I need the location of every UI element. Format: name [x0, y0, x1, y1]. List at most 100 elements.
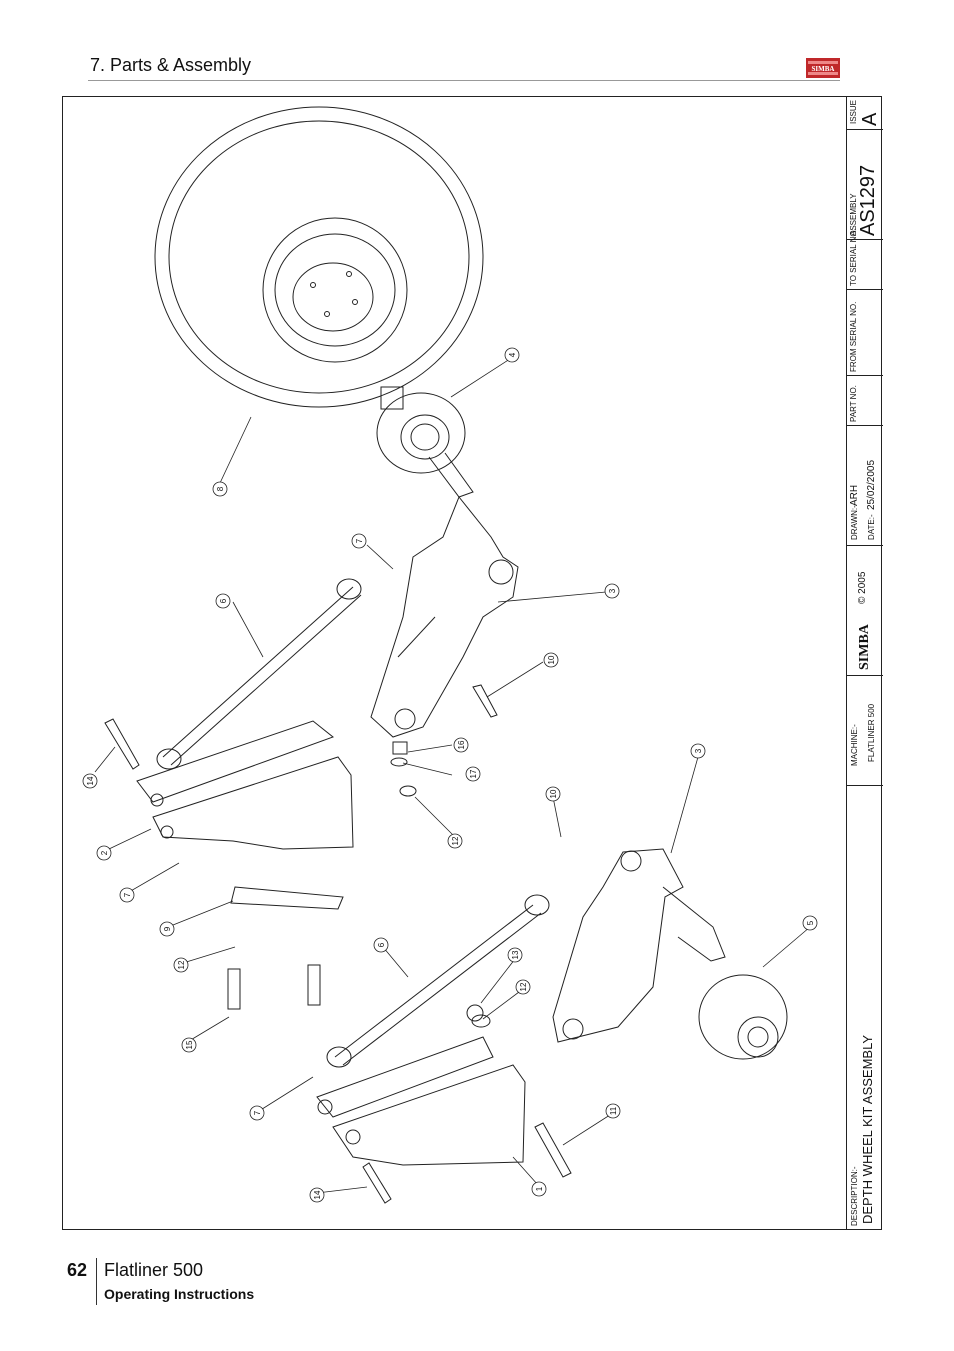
pin-14-lower: [362, 1162, 392, 1204]
header-divider: [88, 80, 840, 81]
drawn-date-cell: DRAWN:- ARH DATE:- 25/02/2005: [847, 426, 883, 546]
turnbuckle-lower-part: [326, 894, 550, 1068]
balloon-5-top: [504, 347, 520, 363]
balloon-label: 12: [519, 982, 528, 991]
machine-label: MACHINE:-: [850, 724, 859, 766]
copyright-text: © 2005: [857, 571, 868, 604]
balloon-10-top: [543, 652, 559, 668]
balloon-label: 6: [219, 598, 228, 603]
balloon-label: 15: [185, 1040, 194, 1049]
balloon-14-top: [82, 773, 98, 789]
description-label: DESCRIPTION:-: [850, 1166, 859, 1226]
balloon-3: [690, 743, 706, 759]
balloon-label: 10: [547, 655, 556, 664]
balloon-10-mid: [545, 786, 561, 802]
balloon-17: [465, 766, 481, 782]
drawing-frame: 8 4 3 7 6 10 14 2 16 17 12 3 10 7 9 12 5…: [62, 96, 882, 1230]
drawn-value: ARH: [849, 484, 860, 506]
balloon-2: [96, 845, 112, 861]
document-subtitle: Operating Instructions: [104, 1286, 255, 1302]
pin-11: [534, 1122, 572, 1178]
balloon-7-mid: [119, 887, 135, 903]
page-number: 62: [67, 1260, 88, 1280]
balloon-label: 14: [313, 1190, 322, 1199]
part-no-label: PART NO.: [849, 385, 858, 422]
product-name: Flatliner 500: [104, 1260, 204, 1280]
from-serial-label: FROM SERIAL NO.: [849, 301, 858, 372]
balloon-6-top: [215, 593, 231, 609]
balloon-label: 9: [163, 926, 172, 931]
bolt-15-right: [307, 964, 321, 1006]
plate-9: [230, 886, 344, 910]
simba-title-logo: SIMBA: [857, 624, 872, 670]
date-value: 25/02/2005: [866, 459, 877, 510]
issue-label: ISSUE: [849, 99, 858, 124]
balloon-label: 3: [608, 588, 617, 593]
to-serial-label: TO SERIAL NO.: [849, 228, 858, 286]
arm-lower-part: [552, 848, 726, 1043]
nut-16: [392, 741, 408, 755]
balloon-label: 10: [549, 789, 558, 798]
washer-17: [390, 757, 408, 767]
balloon-7-top: [351, 533, 367, 549]
balloon-label: 2: [100, 850, 109, 855]
balloon-label: 17: [469, 769, 478, 778]
date-label: DATE:-: [867, 514, 876, 540]
balloon-label: 6: [377, 942, 386, 947]
to-serial-cell: TO SERIAL NO.: [847, 228, 883, 290]
balloon-label: 4: [508, 352, 517, 357]
nut-13: [466, 1004, 484, 1022]
assembly-cell: ASSEMBLY AS1297: [847, 130, 883, 240]
description-cell: DESCRIPTION:- DEPTH WHEEL KIT ASSEMBLY: [847, 786, 883, 1230]
svg-text:SIMBA: SIMBA: [812, 65, 835, 73]
washer-12-lower: [471, 1014, 491, 1028]
logo-copyright-cell: © 2005 SIMBA: [847, 546, 883, 676]
machine-cell: MACHINE:- FLATLINER 500: [847, 676, 883, 786]
balloon-5-lower: [802, 915, 818, 931]
balloon-6-lower: [373, 937, 389, 953]
exploded-assembly-drawing: 8 4 3 7 6 10 14 2 16 17 12 3 10 7 9 12 5…: [82, 106, 818, 1204]
hub-lower-part: [698, 974, 788, 1060]
balloon-label: 12: [177, 960, 186, 969]
assembly-value: AS1297: [857, 164, 879, 236]
drawn-label: DRAWN:-: [850, 505, 859, 540]
balloon-14-lower: [309, 1187, 325, 1203]
balloon-9: [159, 921, 175, 937]
balloon-label: 16: [457, 740, 466, 749]
turnbuckle-top-part: [156, 578, 362, 770]
pin-14-top: [104, 718, 140, 770]
balloon-12-mid: [447, 833, 463, 849]
balloon-15: [181, 1037, 197, 1053]
balloon-1: [531, 1181, 547, 1197]
issue-cell: ISSUE A: [847, 96, 883, 130]
balloon-8: [212, 481, 228, 497]
balloon-label: 1: [535, 1186, 544, 1191]
balloon-label: 7: [253, 1110, 262, 1115]
title-block: ISSUE A ASSEMBLY AS1297 TO SERIAL NO. FR…: [846, 96, 883, 1230]
washer-12-mid: [399, 785, 417, 797]
balloon-label: 12: [451, 836, 460, 845]
bracket-top-part: [136, 720, 354, 850]
balloon-12-lower: [515, 979, 531, 995]
balloon-7-lower: [249, 1105, 265, 1121]
balloon-12-left: [173, 957, 189, 973]
issue-value: A: [859, 112, 881, 126]
balloon-label: 8: [216, 486, 225, 491]
balloon-16: [453, 737, 469, 753]
section-title: 7. Parts & Assembly: [90, 55, 252, 75]
pin-10-top: [472, 684, 498, 718]
bolt-15-left: [227, 968, 241, 1010]
arm-top-part: [370, 496, 519, 738]
balloon-4: [604, 583, 620, 599]
balloon-label: 14: [86, 776, 95, 785]
balloon-label: 7: [123, 892, 132, 897]
balloon-11: [605, 1103, 621, 1119]
bracket-lower-part: [316, 1036, 526, 1166]
description-value: DEPTH WHEEL KIT ASSEMBLY: [860, 1034, 875, 1224]
from-serial-cell: FROM SERIAL NO.: [847, 290, 883, 376]
balloon-13: [507, 947, 523, 963]
footer-divider: [96, 1258, 97, 1305]
balloon-label: 3: [694, 748, 703, 753]
part-no-cell: PART NO.: [847, 376, 883, 426]
simba-logo: SIMBA: [806, 58, 840, 78]
